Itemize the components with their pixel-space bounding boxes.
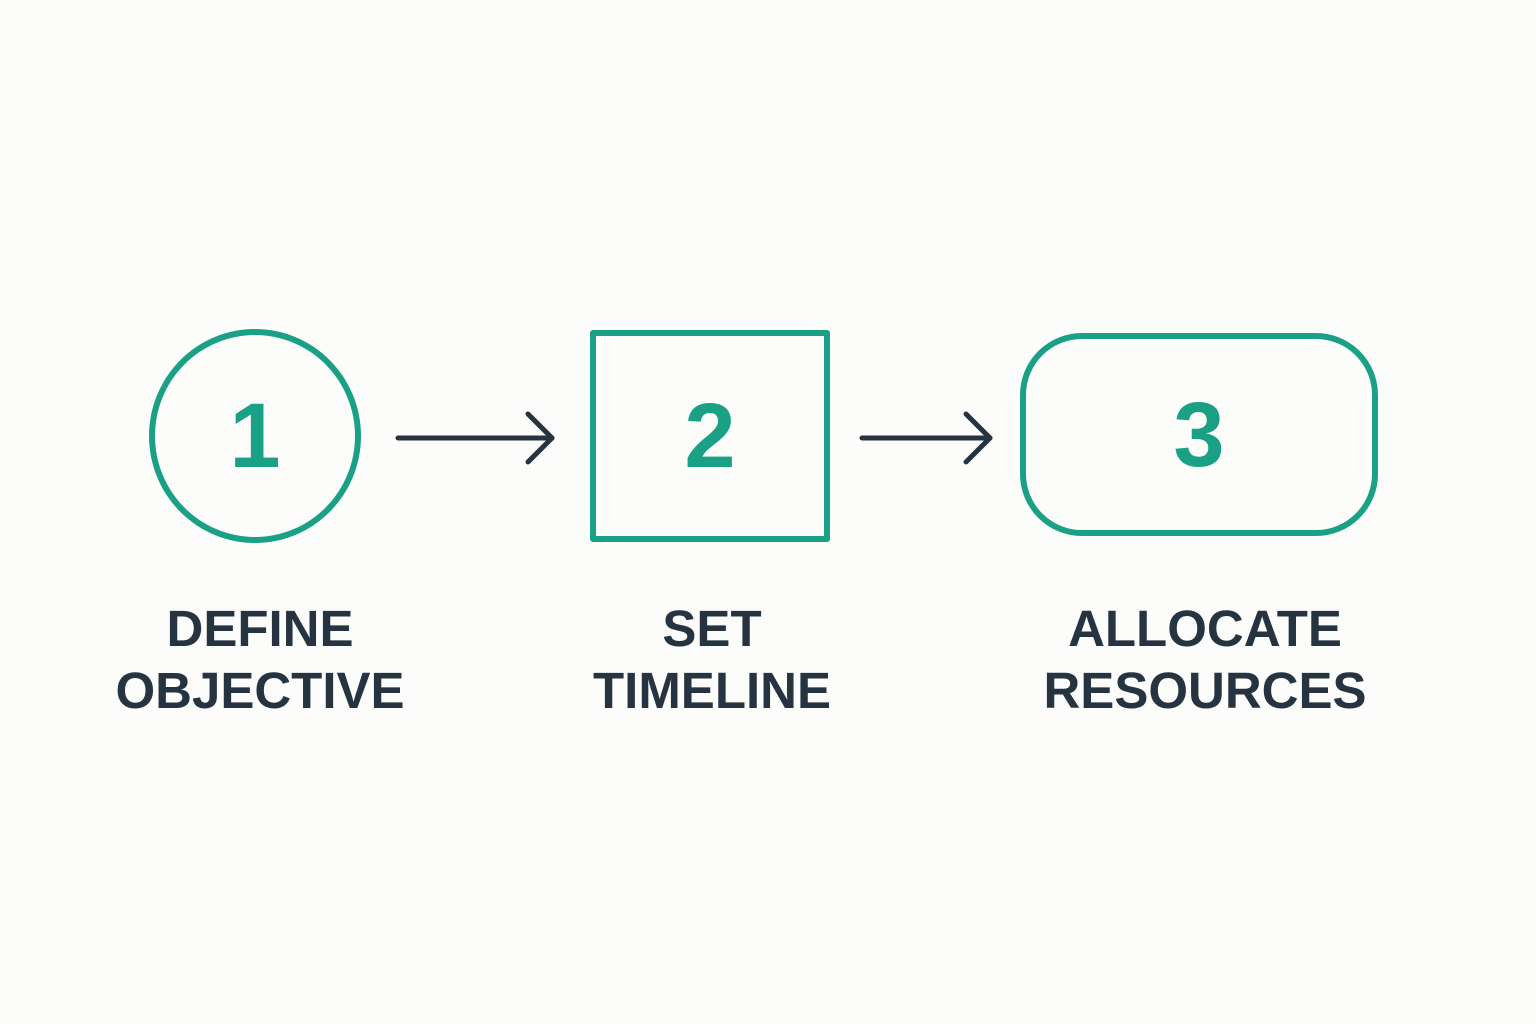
step-1-circle: 1 <box>149 329 361 543</box>
step-3-rounded-rectangle: 3 <box>1020 333 1378 536</box>
step-2-label: SET TIMELINE <box>512 598 912 722</box>
step-2-label-line1: SET <box>662 600 762 657</box>
step-3-label-line2: RESOURCES <box>1043 662 1367 719</box>
step-3-label-line1: ALLOCATE <box>1068 600 1342 657</box>
step-1-label-line2: OBJECTIVE <box>115 662 405 719</box>
step-3-label: ALLOCATE RESOURCES <box>1000 598 1410 722</box>
step-2-square: 2 <box>590 330 830 542</box>
step-1-label: DEFINE OBJECTIVE <box>60 598 460 722</box>
arrow-right-icon <box>395 411 555 465</box>
step-1-label-line1: DEFINE <box>166 600 354 657</box>
step-2-label-line2: TIMELINE <box>593 662 831 719</box>
step-3-number: 3 <box>1173 383 1225 486</box>
step-2-number: 2 <box>684 385 736 487</box>
arrow-right-icon <box>859 411 993 465</box>
step-1-number: 1 <box>229 385 281 487</box>
